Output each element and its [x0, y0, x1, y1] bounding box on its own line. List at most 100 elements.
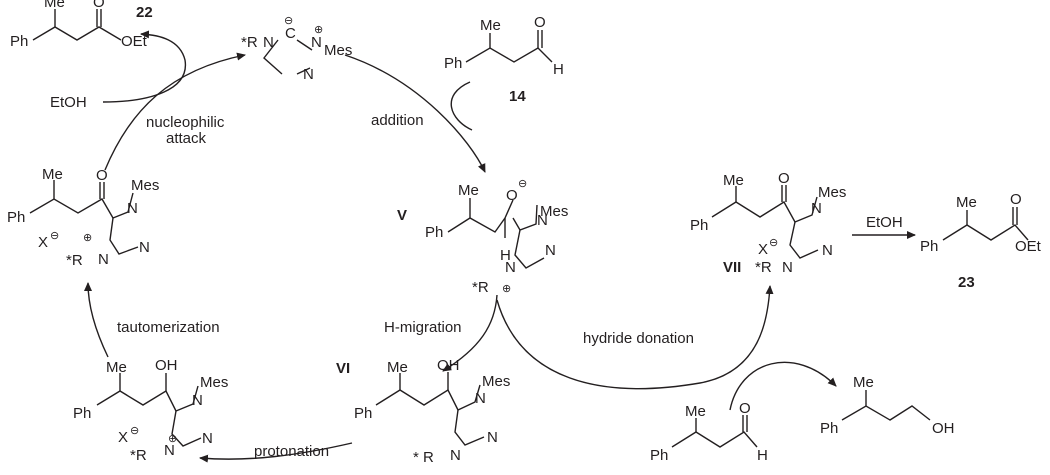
n-label-vi2: N — [487, 429, 498, 446]
tautomerization-label: tautomerization — [117, 319, 220, 336]
n-label-enol3: N — [164, 442, 175, 459]
alkoxide-charge-icon: ⊖ — [518, 178, 527, 190]
n-label-acyl3: N — [98, 251, 109, 268]
r-star-label: *R — [241, 34, 258, 51]
r-star-label-enol: *R — [130, 447, 147, 464]
h-label-ald: H — [757, 447, 768, 464]
n-label-vii: N — [811, 200, 822, 217]
x-label-acyl: X — [38, 234, 48, 251]
mes-label-acyl: Mes — [131, 177, 159, 194]
me-label-vi: Me — [387, 359, 408, 376]
mes-label-enol: Mes — [200, 374, 228, 391]
ph-label-v: Ph — [425, 224, 443, 241]
me-label-14: Me — [480, 17, 501, 34]
compound-V-label: V — [397, 207, 407, 224]
ph-label-enol: Ph — [73, 405, 91, 422]
oh-label-alc: OH — [932, 420, 955, 437]
etoh-arrow — [102, 30, 186, 103]
n-label-v3: N — [505, 259, 516, 276]
ph-label-acyl: Ph — [7, 209, 25, 226]
protonation-arrow — [199, 442, 353, 463]
me-label-vii: Me — [723, 172, 744, 189]
r-star-label-v: *R — [472, 279, 489, 296]
plus-charge-icon: ⊕ — [314, 24, 323, 36]
ph-label-vi: Ph — [354, 405, 372, 422]
ph-label-alc: Ph — [820, 420, 838, 437]
aldehyde-feed-arrow — [450, 81, 473, 131]
me-label-ald: Me — [685, 403, 706, 420]
ph-label-vii: Ph — [690, 217, 708, 234]
n-label-vii2: N — [822, 242, 833, 259]
addition-arrow — [344, 54, 486, 173]
oxygen-label-vii: O — [778, 170, 790, 187]
ph-label-14: Ph — [444, 55, 462, 72]
protonation-label: protonation — [254, 443, 329, 460]
me-label-alc: Me — [853, 374, 874, 391]
oet-label-23: OEt — [1015, 238, 1042, 255]
hydride-donation-arrow — [496, 285, 774, 390]
ph-label: Ph — [10, 33, 28, 50]
oet-label: OEt — [121, 33, 148, 50]
n-label-vii3: N — [782, 259, 793, 276]
x-charge-icon-enol: ⊖ — [130, 425, 139, 437]
x-charge-icon-vii: ⊖ — [769, 237, 778, 249]
mes-label-v: Mes — [540, 203, 568, 220]
mes-label-vii: Mes — [818, 184, 846, 201]
r-star-label-vii: *R — [755, 259, 772, 276]
carbene-carbon-label: C — [285, 25, 296, 42]
allylic-alcohol: Ph Me OH — [820, 374, 955, 437]
plus-charge-icon-enol: ⊕ — [168, 433, 177, 445]
aldehyde-reactant: Ph Me O H — [650, 400, 768, 464]
n-label-v2: N — [545, 242, 556, 259]
intermediate-VII: Ph Me O N Mes N N X ⊖ *R VII — [690, 170, 846, 276]
oxygen-label: O — [93, 0, 105, 11]
intermediate-V: V Ph Me O ⊖ H N Mes N N *R ⊕ — [397, 178, 568, 296]
oxygen-label-v: O — [506, 187, 518, 204]
enol-intermediate: Ph Me OH N Mes N N ⊕ X ⊖ *R — [73, 357, 228, 464]
carbene-charge-icon: ⊖ — [284, 15, 293, 27]
etoh-label-2: EtOH — [866, 214, 903, 231]
nucleophilic-label: nucleophilic — [146, 114, 225, 131]
n-lower-label: N — [303, 66, 314, 83]
n-label-acyl2: N — [139, 239, 150, 256]
compound-14-label: 14 — [509, 88, 526, 105]
compound-VI-label: VI — [336, 360, 350, 377]
compound-22-label: 22 — [136, 4, 153, 21]
me-label-23: Me — [956, 194, 977, 211]
intermediate-VI: VI Ph Me OH N Mes N N * R — [336, 357, 510, 466]
compound-23-label: 23 — [958, 274, 975, 291]
reduction-arrow — [729, 361, 837, 411]
oh-label-vi: OH — [437, 357, 460, 374]
mes-label-vi: Mes — [482, 373, 510, 390]
n-label-acyl: N — [127, 200, 138, 217]
n-label-vi3: N — [450, 447, 461, 464]
addition-label: addition — [371, 112, 424, 129]
ph-label-23: Ph — [920, 238, 938, 255]
hydride-donation-label: hydride donation — [583, 330, 694, 347]
me-label-acyl: Me — [42, 166, 63, 183]
r-space-label-vi: * R — [413, 449, 434, 466]
compound-22: Ph Me O OEt 22 — [10, 0, 153, 50]
n-plus-label: N — [311, 34, 322, 51]
x-label-enol: X — [118, 429, 128, 446]
h-migration-label: H-migration — [384, 319, 462, 336]
plus-charge-icon-v: ⊕ — [502, 283, 511, 295]
tautomerization-arrow — [84, 282, 109, 358]
nucleophilic-attack-arrow — [104, 52, 246, 171]
ph-label-ald: Ph — [650, 447, 668, 464]
h-migration-arrow — [442, 294, 498, 372]
n-label-enol: N — [192, 392, 203, 409]
attack-label: attack — [166, 130, 207, 147]
compound-23: Ph Me O OEt 23 — [920, 191, 1042, 291]
r-star-label-acyl: *R — [66, 252, 83, 269]
etoh-label: EtOH — [50, 94, 87, 111]
oxygen-label-ald: O — [739, 400, 751, 417]
oxygen-label-14: O — [534, 14, 546, 31]
n-label-enol2: N — [202, 430, 213, 447]
oxygen-label-23: O — [1010, 191, 1022, 208]
n-label: N — [263, 34, 274, 51]
nhc-catalyst: *R N C ⊖ N ⊕ Mes N — [241, 15, 352, 83]
compound-14: Ph Me O H 14 — [444, 14, 564, 105]
h-label-v: H — [500, 247, 511, 264]
